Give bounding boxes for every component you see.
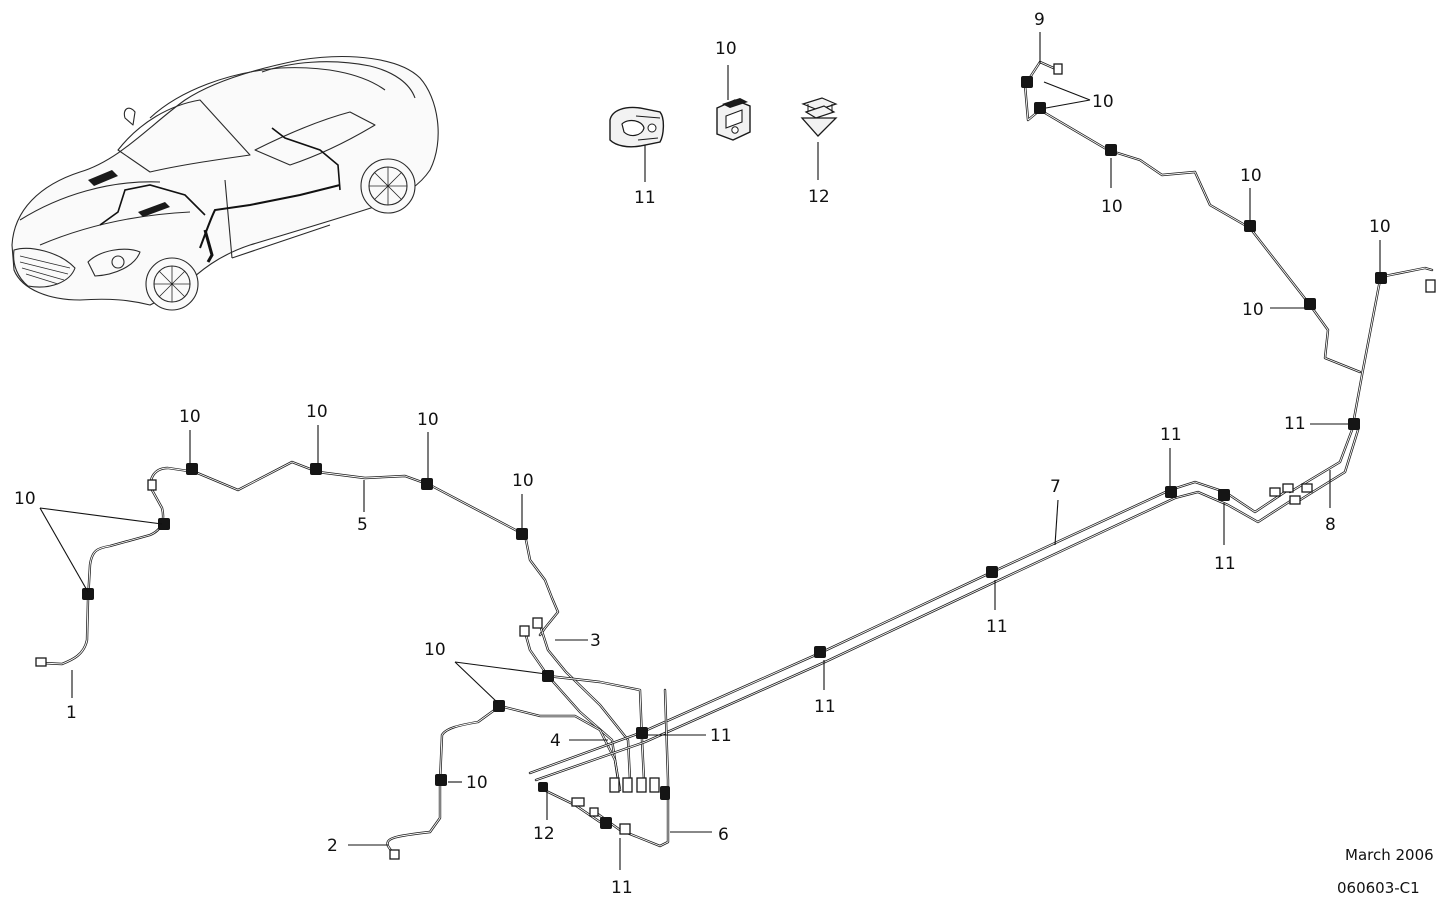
callout-1: 1 (66, 703, 77, 723)
callout-10: 10 (14, 489, 36, 509)
callout-11-part: 11 (634, 188, 656, 208)
leader-lines (39, 32, 1381, 870)
publication-date: March 2006 (1345, 846, 1434, 864)
callout-10-part: 10 (715, 39, 737, 59)
callout-10: 10 (512, 471, 534, 491)
callout-10: 10 (1369, 217, 1391, 237)
callout-5: 5 (357, 515, 368, 535)
pipe-clips (82, 76, 1387, 829)
callout-11: 11 (1214, 554, 1236, 574)
bracket-clip-part-icon (716, 98, 751, 141)
brake-pipes (40, 60, 1434, 854)
callout-numbers: 11 10 12 9 10 10 10 10 10 11 11 11 8 7 1… (14, 10, 1391, 897)
callout-10: 10 (1092, 92, 1114, 112)
car-illustration (11, 56, 439, 311)
callout-11: 11 (710, 726, 732, 746)
callout-10: 10 (306, 402, 328, 422)
callout-10: 10 (1101, 197, 1123, 217)
callout-11: 11 (611, 878, 633, 897)
illustration-reference: 060603-C1 (1337, 879, 1420, 897)
pipe-fittings (35, 63, 1436, 860)
callout-11: 11 (1284, 414, 1306, 434)
callout-8: 8 (1325, 515, 1336, 535)
callout-7: 7 (1050, 477, 1061, 497)
callout-10: 10 (466, 773, 488, 793)
callout-3: 3 (590, 631, 601, 651)
callout-10: 10 (417, 410, 439, 430)
callout-10: 10 (1242, 300, 1264, 320)
callout-10: 10 (1240, 166, 1262, 186)
push-clip-part-icon (800, 97, 838, 137)
callout-11: 11 (986, 617, 1008, 637)
callout-4: 4 (550, 731, 561, 751)
callout-11: 11 (814, 697, 836, 717)
p-clip-part-icon (609, 106, 665, 148)
callout-12-part: 12 (808, 187, 830, 207)
callout-10: 10 (424, 640, 446, 660)
callout-9: 9 (1034, 10, 1045, 30)
callout-12: 12 (533, 824, 555, 844)
callout-2: 2 (327, 836, 338, 856)
callout-6: 6 (718, 825, 729, 845)
callout-10: 10 (179, 407, 201, 427)
callout-11: 11 (1160, 425, 1182, 445)
